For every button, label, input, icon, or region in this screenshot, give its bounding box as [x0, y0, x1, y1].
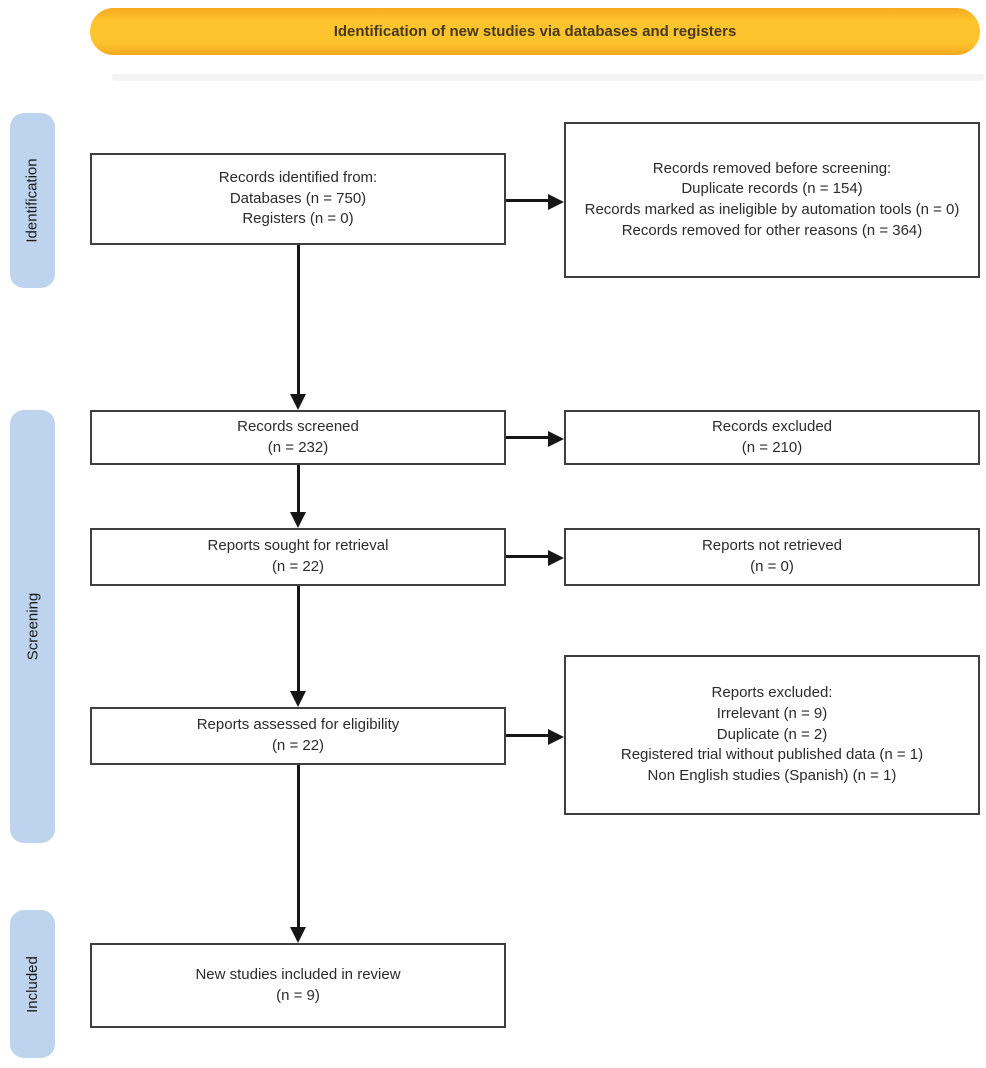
stage-included: Included [10, 910, 55, 1058]
arrowhead-down-icon [290, 927, 306, 943]
box-records-identified-line: Registers (n = 0) [242, 210, 354, 228]
box-records-excluded-line: (n = 210) [741, 438, 803, 456]
stage-screening: Screening [10, 410, 55, 843]
box-reports-sought-line: Reports sought for retrieval [207, 537, 389, 555]
arrow-identified-to-removed [506, 199, 550, 202]
box-reports-excluded-line: Irrelevant (n = 9) [716, 704, 828, 722]
box-reports-not-retrieved: Reports not retrieved (n = 0) [564, 528, 980, 586]
box-records-removed-line: Records removed for other reasons (n = 3… [621, 221, 923, 239]
arrow-sought-to-assessed [297, 586, 300, 693]
banner-divider-line [112, 74, 984, 81]
banner-identification-of-new-studies: Identification of new studies via databa… [90, 8, 980, 55]
arrow-assessed-to-included [297, 765, 300, 929]
stage-identification-label: Identification [24, 158, 42, 243]
box-reports-excluded-line: Non English studies (Spanish) (n = 1) [647, 767, 897, 785]
arrow-screened-to-excluded [506, 436, 550, 439]
banner-label: Identification of new studies via databa… [333, 23, 737, 40]
arrowhead-down-icon [290, 512, 306, 528]
box-reports-not-retrieved-line: (n = 0) [750, 558, 794, 575]
stage-screening-label: Screening [24, 592, 42, 661]
arrowhead-right-icon [548, 729, 564, 745]
box-reports-assessed: Reports assessed for eligibility (n = 22… [90, 707, 506, 765]
arrowhead-right-icon [548, 431, 564, 447]
arrowhead-down-icon [290, 394, 306, 410]
box-records-screened-line: (n = 232) [267, 438, 329, 456]
arrow-sought-to-not-retrieved [506, 555, 550, 558]
box-new-studies-included-line: New studies included in review [195, 965, 401, 983]
stage-included-label: Included [24, 955, 41, 1013]
stage-identification: Identification [10, 113, 55, 288]
box-new-studies-included: New studies included in review (n = 9) [90, 943, 506, 1028]
box-records-removed: Records removed before screening: Duplic… [564, 122, 980, 278]
box-reports-sought-line: (n = 22) [271, 558, 325, 575]
box-records-excluded: Records excluded (n = 210) [564, 410, 980, 465]
arrowhead-right-icon [548, 194, 564, 210]
box-records-excluded-line: Records excluded [711, 417, 833, 435]
arrow-screened-to-sought [297, 465, 300, 514]
box-reports-excluded-line: Duplicate (n = 2) [716, 725, 828, 743]
box-records-removed-line: Duplicate records (n = 154) [681, 180, 863, 198]
box-records-identified: Records identified from: Databases (n = … [90, 153, 506, 245]
box-reports-sought: Reports sought for retrieval (n = 22) [90, 528, 506, 586]
arrowhead-down-icon [290, 691, 306, 707]
box-reports-not-retrieved-line: Reports not retrieved [701, 537, 843, 555]
arrow-assessed-to-reports-excluded [506, 734, 550, 737]
box-reports-excluded-line: Registered trial without published data … [620, 746, 924, 764]
box-records-screened: Records screened (n = 232) [90, 410, 506, 465]
box-reports-assessed-line: (n = 22) [271, 737, 325, 754]
box-records-screened-line: Records screened [237, 417, 359, 435]
box-records-identified-line: Databases (n = 750) [229, 189, 367, 207]
box-reports-assessed-line: Reports assessed for eligibility [196, 716, 400, 734]
arrowhead-right-icon [548, 550, 564, 566]
arrow-identified-to-screened [297, 245, 300, 396]
box-records-removed-line: Records marked as ineligible by automati… [584, 201, 960, 218]
box-records-identified-line: Records identified from: [218, 168, 378, 186]
box-records-removed-line: Records removed before screening: [652, 159, 892, 177]
box-reports-excluded: Reports excluded: Irrelevant (n = 9) Dup… [564, 655, 980, 815]
box-reports-excluded-line: Reports excluded: [711, 684, 833, 702]
box-new-studies-included-line: (n = 9) [276, 986, 320, 1004]
